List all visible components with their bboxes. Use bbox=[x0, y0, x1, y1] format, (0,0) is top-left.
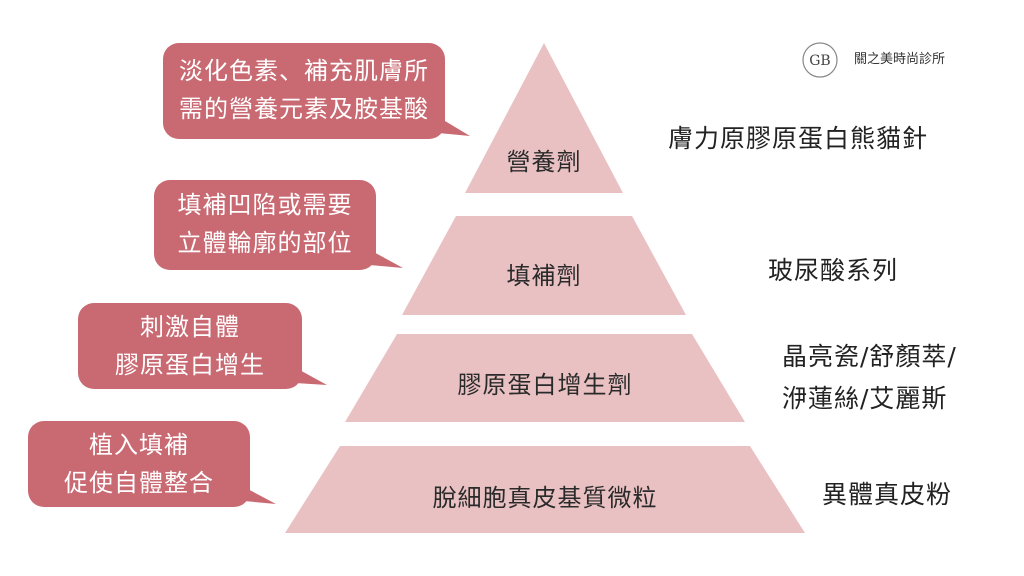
callout-line: 植入填補 bbox=[89, 431, 189, 459]
callout-line: 立體輪廓的部位 bbox=[177, 229, 353, 257]
callout-text-filler: 填補凹陷或需要 立體輪廓的部位 bbox=[154, 186, 376, 262]
callout-bubble-filler bbox=[154, 180, 403, 270]
callout-line: 促使自體整合 bbox=[64, 469, 214, 497]
callout-text-dermal: 植入填補 促使自體整合 bbox=[28, 426, 250, 502]
logo-letters: GB bbox=[809, 53, 830, 69]
clinic-logo-icon: GB bbox=[802, 42, 838, 78]
product-filler: 玻尿酸系列 bbox=[768, 256, 899, 285]
layer-label-dermal: 脫細胞真皮基質微粒 bbox=[432, 484, 658, 512]
product-line: 洢蓮絲/艾麗斯 bbox=[782, 384, 948, 413]
product-nutrient: 膚力原膠原蛋白熊貓針 bbox=[668, 124, 929, 153]
layer-label-collagen: 膠原蛋白增生劑 bbox=[457, 371, 633, 399]
callout-line: 膠原蛋白增生 bbox=[115, 351, 265, 379]
product-line: 晶亮瓷/舒顏萃/ bbox=[782, 342, 957, 371]
callout-text-collagen: 刺激自體 膠原蛋白增生 bbox=[78, 308, 302, 384]
callout-text-nutrient: 淡化色素、補充肌膚所 需的營養元素及胺基酸 bbox=[163, 52, 445, 128]
pyramid-layer-collagen bbox=[345, 334, 745, 422]
callout-line: 刺激自體 bbox=[140, 313, 240, 341]
product-dermal: 異體真皮粉 bbox=[822, 480, 953, 509]
product-collagen: 晶亮瓷/舒顏萃/ 洢蓮絲/艾麗斯 bbox=[782, 336, 957, 420]
callout-bubble-nutrient bbox=[163, 43, 470, 139]
pyramid-layer-dermal bbox=[285, 446, 805, 533]
layer-label-filler: 填補劑 bbox=[506, 262, 582, 290]
callout-line: 填補凹陷或需要 bbox=[177, 191, 353, 219]
callout-line: 淡化色素、補充肌膚所 bbox=[179, 57, 429, 85]
layer-label-nutrient: 營養劑 bbox=[506, 148, 582, 176]
callout-line: 需的營養元素及胺基酸 bbox=[179, 95, 429, 123]
callout-bubble-collagen bbox=[78, 303, 327, 389]
pyramid-layer-nutrient bbox=[465, 43, 623, 193]
clinic-name: 關之美時尚診所 bbox=[854, 52, 946, 67]
callout-bubble-dermal bbox=[28, 421, 276, 507]
pyramid-layer-filler bbox=[402, 216, 686, 315]
